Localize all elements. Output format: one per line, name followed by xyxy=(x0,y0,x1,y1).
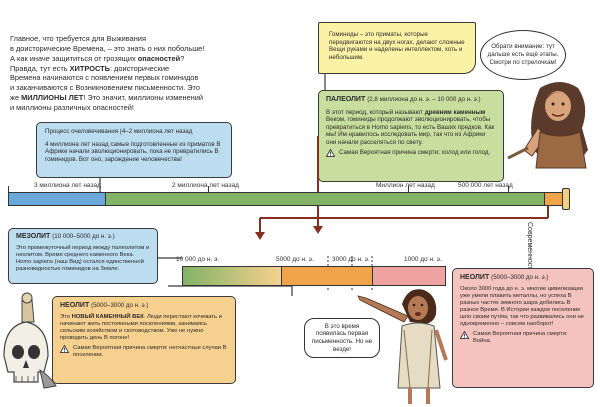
humanization-title: Процесс очеловечивания (4–2 миллиона лет… xyxy=(45,128,193,135)
mesolithic-title: МЕЗОЛИТ xyxy=(16,233,51,240)
timeline-label-5000bc: 5000 до н. э. xyxy=(276,256,314,263)
timeline-ticks xyxy=(8,186,568,192)
mesolithic-period: (10 000–5000 до н. э.) xyxy=(52,233,115,240)
mesolithic-text: Это промежуточный период между палеолито… xyxy=(16,244,150,272)
skull-illustration xyxy=(3,292,57,389)
neolithic-death-cause: Самая Вероятная причина смерти: несчастн… xyxy=(60,344,228,359)
timeline-segment-humanization xyxy=(9,193,106,205)
tick xyxy=(508,186,509,192)
eneolithic-box: НЕОЛИТ (5000–3000 до н. э.) Около 3000 г… xyxy=(452,268,594,388)
paleolithic-title: ПАЛЕОЛИТ xyxy=(326,96,366,103)
intro-line-text: ! Это значит, миллионы изменений xyxy=(83,93,203,103)
tick xyxy=(408,186,409,192)
eneolithic-title: НЕОЛИТ xyxy=(460,274,490,281)
paleolithic-period: (2,8 миллиона до н. э. – 10 000 до н. э.… xyxy=(367,96,481,103)
neolithic-title: НЕОЛИТ xyxy=(60,302,90,309)
neolithic-box: НЕОЛИТ (5000–3000 до н. э.) Это НОВЫЙ КА… xyxy=(52,296,236,384)
intro-line: Правда, тут есть ХИТРОСТЬ: доисторически… xyxy=(10,64,262,74)
timeline-label-500k: 500 000 лет назад xyxy=(458,182,513,189)
timeline-segment-paleolithic xyxy=(106,193,544,205)
writing-speech-text: В это время появилась первая письменност… xyxy=(311,322,373,353)
timeline-label-2m: 2 миллиона лет назад xyxy=(172,182,239,189)
paleolithic-box: ПАЛЕОЛИТ (2,8 миллиона до н. э. – 10 000… xyxy=(318,90,504,182)
timeline-segment-mesolithic xyxy=(183,267,281,285)
tick xyxy=(8,186,9,192)
intro-line-text: и миллионы различных опасностей! xyxy=(10,102,134,112)
paleolithic-text-a: В этот период, который называют xyxy=(326,108,425,116)
writing-speech-bubble: В это время появилась первая письменност… xyxy=(304,318,380,358)
timeline-segment-late xyxy=(544,193,567,205)
intro-line-text: А как иначе защититься от грозящих xyxy=(10,53,138,63)
intro-line: А как иначе защититься от грозящих опасн… xyxy=(10,54,262,64)
hominids-definition-box: Гоминиды – это приматы, которые передвиг… xyxy=(318,22,476,74)
paleolithic-death-cause: Самая Вероятная причина смерти: холод ил… xyxy=(326,149,496,158)
neolithic-heading: НЕОЛИТ (5000–3000 до н. э.) xyxy=(60,302,228,311)
paleolithic-text: В этот период, который называют древним … xyxy=(326,109,496,147)
intro-line-text: Правда, тут есть xyxy=(10,63,70,73)
intro-line-text: и заканчиваются с Возникновением письмен… xyxy=(10,83,200,93)
neolithic-text-bold: НОВЫЙ КАМЕННЫЙ ВЕК xyxy=(71,313,144,320)
intro-line-text: ? xyxy=(180,53,185,63)
timeline-label-3m: 3 миллиона лет назад xyxy=(34,182,101,189)
warning-icon xyxy=(326,149,335,158)
woman-speech-bubble: Обрати внимание: тут дальше есть ещё эта… xyxy=(480,30,566,80)
intro-line: же МИЛЛИОНЫ ЛЕТ! Это значит, миллионы из… xyxy=(10,93,262,103)
timeline-segment-neolithic xyxy=(281,267,372,285)
intro-line: Времена начинаются с появлением первых г… xyxy=(10,73,262,83)
intro-line-text: Времена начинаются с появлением первых г… xyxy=(10,73,199,83)
humanization-text: 4 миллиона лет назад самые подготовленны… xyxy=(45,140,221,163)
cavewoman-illustration xyxy=(507,82,588,169)
warning-icon xyxy=(60,344,69,353)
woman-speech-text: Обрати внимание: тут дальше есть ещё эта… xyxy=(487,43,559,66)
warning-icon xyxy=(460,330,469,339)
intro-bold: ХИТРОСТЬ xyxy=(69,63,110,73)
paleolithic-death-text: Самая Вероятная причина смерти: холод ил… xyxy=(339,149,491,157)
neolithic-period: (5000–3000 до н. э.) xyxy=(91,302,149,309)
mesolithic-heading: МЕЗОЛИТ (10 000–5000 до н. э.) xyxy=(16,233,150,242)
eneolithic-death-cause: Самая Вероятная причина смерти: Война. xyxy=(460,330,586,345)
neolithic-text-b: . Люди перестают кочевать и начинают жит… xyxy=(60,313,222,341)
neolithic-text-a: Это xyxy=(60,313,72,320)
intro-line-text: же xyxy=(10,93,22,103)
timeline-bottom xyxy=(182,266,446,286)
timeline-label-3000bc: 3000 до н. э. xyxy=(332,256,370,263)
neolithic-text: Это НОВЫЙ КАМЕННЫЙ ВЕК. Люди перестают к… xyxy=(60,314,228,342)
eneolithic-period: (5000–3000 до н. э.) xyxy=(491,274,549,281)
intro-line: Главное, что требуется для Выживания xyxy=(10,34,262,44)
intro-line: в доисторические Времена, – это знать о … xyxy=(10,44,262,54)
paleolithic-text-b: Веком, гоминиды продолжают эволюциониров… xyxy=(326,116,495,146)
intro-bold: опасностей xyxy=(137,53,181,63)
eneolithic-text: Около 3000 года до н. э. многие цивилиза… xyxy=(460,285,584,327)
intro-bold: МИЛЛИОНЫ ЛЕТ xyxy=(21,93,84,103)
timeline-label-1000bc: 1000 до н. э. xyxy=(404,256,442,263)
arrow-head xyxy=(313,226,323,234)
arrow-head xyxy=(255,232,265,240)
intro-line: и миллионы различных опасностей! xyxy=(10,103,262,113)
intro-line-text: Главное, что требуется для Выживания xyxy=(10,34,146,43)
hominids-definition-text: Гоминиды – это приматы, которые передвиг… xyxy=(329,31,465,61)
intro-line-text: : доисторические xyxy=(109,63,170,73)
neolithic-death-text: Самая Вероятная причина смерти: несчастн… xyxy=(73,344,227,358)
eneolithic-death-text: Самая Вероятная причина смерти: Война. xyxy=(473,330,568,344)
humanization-box: Процесс очеловечивания (4–2 миллиона лет… xyxy=(36,122,232,178)
timeline-label-1m: Миллион лет назад xyxy=(376,182,435,189)
paleolithic-text-bold: древним каменным xyxy=(424,108,486,116)
mesolithic-box: МЕЗОЛИТ (10 000–5000 до н. э.) Это проме… xyxy=(8,228,158,284)
paleolithic-heading: ПАЛЕОЛИТ (2,8 миллиона до н. э. – 10 000… xyxy=(326,96,496,105)
intro-line-text: в доисторические Времена, – это знать о … xyxy=(10,43,205,53)
girl-illustration xyxy=(357,289,448,404)
eneolithic-heading: НЕОЛИТ (5000–3000 до н. э.) xyxy=(460,274,586,283)
intro-line: и заканчиваются с Возникновением письмен… xyxy=(10,83,262,93)
tick xyxy=(208,186,209,192)
intro-text: Главное, что требуется для Выживания в д… xyxy=(10,34,262,113)
timeline-segment-eneolithic xyxy=(372,267,445,285)
timeline-label-10000bc: 10 000 до н. э. xyxy=(176,256,220,263)
timeline-end-cap xyxy=(562,188,570,210)
